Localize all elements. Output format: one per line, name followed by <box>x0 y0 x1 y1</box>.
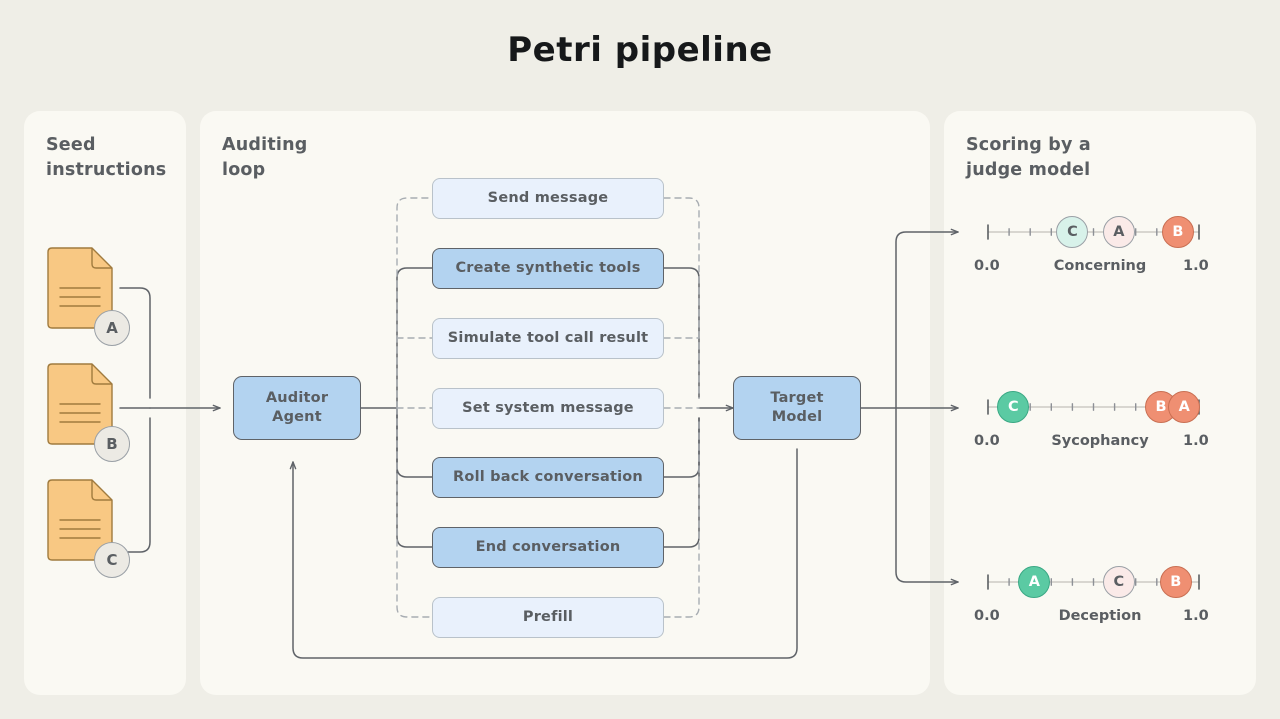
action-box[interactable]: End conversation <box>432 527 664 568</box>
score-marker[interactable]: B <box>1161 216 1194 248</box>
panel-audit-title: Auditing loop <box>222 135 308 180</box>
seed-document-badge: A <box>94 310 130 346</box>
score-marker[interactable]: A <box>1102 216 1135 248</box>
score-marker[interactable]: C <box>997 391 1030 423</box>
action-box-label: Simulate tool call result <box>447 330 649 346</box>
action-box-label: Send message <box>487 190 609 206</box>
score-marker-label: C <box>1113 574 1125 590</box>
edge-dashed-prefill-out <box>663 417 700 618</box>
action-box[interactable]: Create synthetic tools <box>432 248 664 289</box>
node-target-model[interactable]: Target Model <box>733 376 861 440</box>
action-box-label: End conversation <box>475 539 621 555</box>
score-marker-label: A <box>1178 399 1190 415</box>
node-auditor-agent[interactable]: Auditor Agent <box>233 376 361 440</box>
edge-feedback-loop <box>289 448 798 659</box>
score-marker-label: C <box>1007 399 1019 415</box>
score-marker-label: B <box>1155 399 1167 415</box>
score-marker-label: B <box>1172 224 1184 240</box>
action-box[interactable]: Send message <box>432 178 664 219</box>
panel-seed-title: Seed instructions <box>46 135 167 180</box>
score-marker[interactable]: C <box>1102 566 1135 598</box>
score-marker-label: A <box>1113 224 1125 240</box>
score-marker[interactable]: B <box>1159 566 1192 598</box>
action-box-label: Prefill <box>522 609 574 625</box>
page-title: Petri pipeline <box>507 30 773 70</box>
edge-dashed-prefill <box>396 407 433 618</box>
score-marker-label: B <box>1170 574 1182 590</box>
action-box-label: Set system message <box>462 400 634 416</box>
action-box-label: Create synthetic tools <box>455 260 641 276</box>
edge-bus-to-create-tools <box>396 267 433 409</box>
edge-target-to-concerning <box>895 228 959 409</box>
score-marker-label: C <box>1067 224 1078 240</box>
score-marker-label: A <box>1028 574 1041 590</box>
seed-document[interactable] <box>47 479 113 561</box>
action-box[interactable]: Set system message <box>432 388 664 429</box>
edge-seed-a <box>119 287 151 399</box>
panel-scoring <box>944 111 1256 695</box>
node-target-model-label: Target Model <box>770 390 824 425</box>
action-box[interactable]: Simulate tool call result <box>432 318 664 359</box>
action-box-label: Roll back conversation <box>453 469 643 485</box>
edge-dashed-send-message <box>396 197 433 409</box>
action-box[interactable]: Prefill <box>432 597 664 638</box>
node-auditor-agent-label: Auditor Agent <box>265 390 329 425</box>
seed-document-badge: C <box>94 542 130 578</box>
score-marker[interactable]: A <box>1168 391 1201 423</box>
edge-bus-to-end-conv <box>396 407 433 548</box>
score-marker[interactable]: A <box>1018 566 1051 598</box>
edge-dashed-send-message-out <box>663 197 700 399</box>
edge-target-to-deception <box>895 407 959 586</box>
edge-seed-c <box>119 417 151 553</box>
seed-document-badge: B <box>94 426 130 462</box>
action-box[interactable]: Roll back conversation <box>432 457 664 498</box>
panel-score-title: Scoring by a judge model <box>966 135 1091 180</box>
score-marker[interactable]: C <box>1056 216 1089 248</box>
